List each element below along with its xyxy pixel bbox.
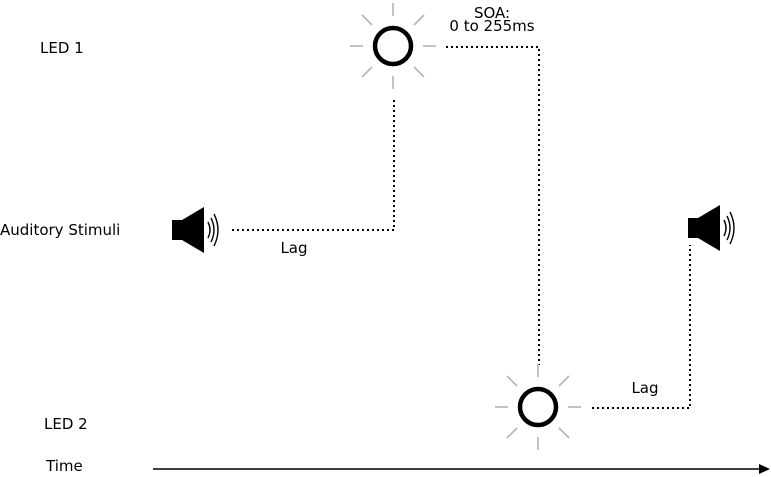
speaker1-body <box>172 220 183 240</box>
lag-label-1: Lag <box>280 239 307 257</box>
speaker2-wave <box>726 215 731 241</box>
led1-rays <box>350 3 436 89</box>
speaker2-body <box>688 218 699 238</box>
auditory-label: Auditory Stimuli <box>0 221 120 239</box>
speaker1-wave <box>207 221 211 239</box>
speaker2-wave <box>723 219 727 237</box>
soa-label-line1: SOA: <box>474 4 510 22</box>
light-burst-icon <box>350 3 436 89</box>
led2-ring <box>517 386 559 428</box>
speaker2-wave <box>729 211 735 245</box>
led1-label: LED 1 <box>40 39 84 57</box>
led1-ring <box>372 25 414 67</box>
light-burst-icon <box>495 364 581 450</box>
lag-connector-2 <box>592 245 691 409</box>
speaker2-cone <box>698 205 720 251</box>
soa-connector <box>446 46 540 365</box>
led2-rays <box>495 364 581 450</box>
lag-label-2: Lag <box>631 379 658 397</box>
time-label: Time <box>45 457 83 475</box>
arrowhead-icon <box>759 464 770 474</box>
speaker1-wave <box>210 217 215 243</box>
speaker-icon <box>688 205 735 251</box>
led2-label: LED 2 <box>44 415 88 433</box>
speaker-icon <box>172 207 219 253</box>
lag-connector-1 <box>232 98 395 231</box>
speaker1-cone <box>182 207 204 253</box>
soa-label-line2: 0 to 255ms <box>449 17 534 35</box>
speaker1-wave <box>213 213 219 247</box>
